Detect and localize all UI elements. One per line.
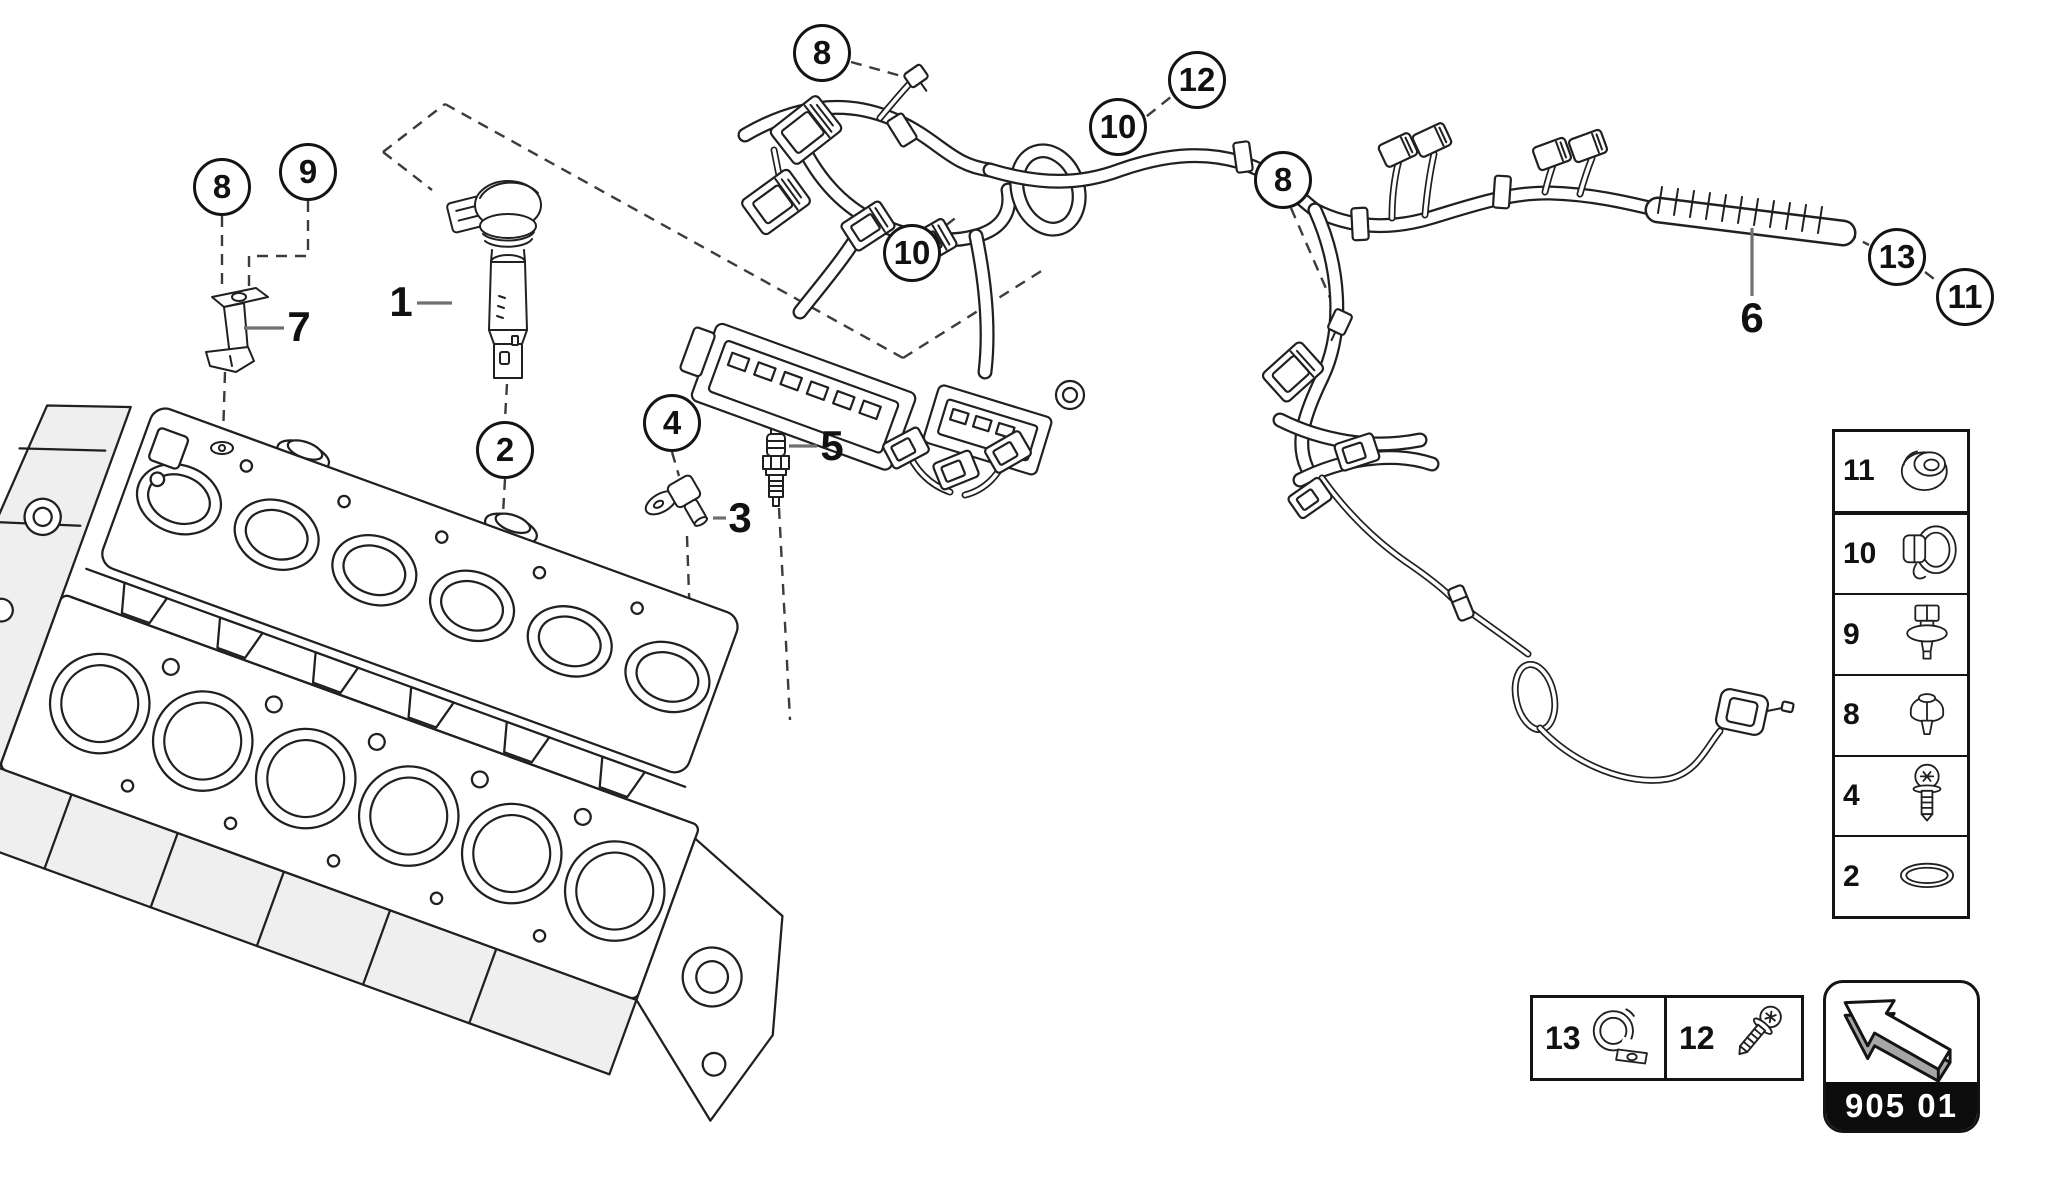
- grommet-clip-icon: [1889, 516, 1965, 593]
- callout-number: 2: [495, 431, 515, 468]
- ignition-coil-part: [446, 180, 542, 379]
- sensor-connector: [1261, 341, 1325, 403]
- fastener-legend-panel: 11 10: [1832, 429, 1970, 919]
- section-code-label: 905 01: [1826, 1082, 1977, 1130]
- callout-number: 4: [662, 404, 682, 441]
- engine-cylinder-head: [0, 404, 784, 1122]
- injector-connector: [882, 426, 930, 470]
- sensor-connector: [1287, 476, 1333, 520]
- callout-2-seal[interactable]: 2: [476, 421, 534, 479]
- bracket-mount-pad: [210, 441, 234, 455]
- callout-8-harness-right[interactable]: 8: [1254, 151, 1312, 209]
- callout-8-harness-left[interactable]: 8: [793, 24, 851, 82]
- screw-icon: [1889, 758, 1965, 835]
- callout-10-harness-left[interactable]: 10: [883, 224, 941, 282]
- label-6-wiring-harness: 6: [1740, 294, 1764, 341]
- injector-connector: [984, 430, 1032, 474]
- legend-row-4[interactable]: 4: [1835, 754, 1967, 836]
- callout-10-harness-right[interactable]: 10: [1089, 98, 1147, 156]
- knock-sensor-connector: [1714, 688, 1795, 736]
- label-leader-lines: [244, 228, 1754, 520]
- callout-number: 8: [212, 168, 232, 205]
- legend-number: 8: [1843, 698, 1860, 732]
- callout-12-harness[interactable]: 12: [1168, 51, 1226, 109]
- sensor-connector: [1567, 128, 1609, 164]
- clamp-icon: [1576, 997, 1660, 1080]
- sensor-connector: [1333, 432, 1381, 472]
- back-arrow-icon: [1828, 983, 1977, 1091]
- push-clip-icon: [1889, 596, 1965, 673]
- legend-number: 2: [1843, 859, 1860, 893]
- harness-main-connector: [679, 322, 917, 471]
- harness-clip: [903, 63, 929, 92]
- inline-connector: [1447, 584, 1475, 622]
- legend-number: 10: [1843, 537, 1877, 570]
- callout-number: 13: [1878, 238, 1916, 275]
- coil-connector: [741, 168, 811, 236]
- callout-11-harness[interactable]: 11: [1936, 268, 1994, 326]
- section-code-badge[interactable]: 905 01: [1823, 980, 1980, 1133]
- legend-row-9[interactable]: 9: [1835, 593, 1967, 674]
- legend-row-2[interactable]: 2: [1835, 835, 1967, 916]
- sensor-connector: [1411, 122, 1453, 158]
- label-1-ignition-coil: 1: [389, 278, 413, 325]
- legend-number: 4: [1843, 779, 1860, 813]
- callout-8-bracket[interactable]: 8: [193, 158, 251, 216]
- callout-number: 9: [298, 153, 318, 190]
- o-ring-icon: [1889, 838, 1965, 915]
- hardware-number: 12: [1679, 1020, 1715, 1056]
- grommet-icon: [1889, 433, 1965, 510]
- sensor-connector: [1531, 136, 1573, 172]
- callout-13-harness[interactable]: 13: [1868, 228, 1926, 286]
- legend-row-10[interactable]: 10: [1835, 510, 1967, 594]
- rivet-icon: [1889, 677, 1965, 754]
- hardware-number: 13: [1545, 1020, 1581, 1056]
- callout-number: 10: [1099, 108, 1137, 145]
- legend-number: 9: [1843, 617, 1860, 651]
- legend-row-8[interactable]: 8: [1835, 674, 1967, 755]
- tape-band: [886, 112, 1512, 242]
- callout-4-sensor-screw[interactable]: 4: [643, 394, 701, 452]
- mounting-bracket-part: [205, 287, 269, 373]
- label-7-bracket: 7: [287, 303, 311, 350]
- hardware-box-13[interactable]: 13: [1530, 995, 1667, 1081]
- callout-number: 8: [812, 34, 832, 71]
- callout-number: 11: [1947, 278, 1983, 315]
- injector-connector: [932, 449, 980, 491]
- camshaft-sensor-part: [644, 474, 709, 527]
- label-5-spark-plug: 5: [820, 422, 844, 469]
- label-3-cam-sensor: 3: [728, 494, 752, 541]
- legend-row-11[interactable]: 11: [1835, 432, 1967, 511]
- callout-number: 8: [1273, 161, 1293, 198]
- coil-connector: [840, 200, 896, 252]
- callout-number: 10: [893, 234, 931, 271]
- screw-angled-icon: [1713, 997, 1797, 1080]
- legend-number: 11: [1843, 454, 1875, 488]
- callout-number: 12: [1178, 61, 1216, 98]
- coil-connector: [769, 95, 843, 165]
- hardware-box-12[interactable]: 12: [1664, 995, 1804, 1081]
- callout-9-bracket[interactable]: 9: [279, 143, 337, 201]
- harness-clip: [1327, 308, 1353, 342]
